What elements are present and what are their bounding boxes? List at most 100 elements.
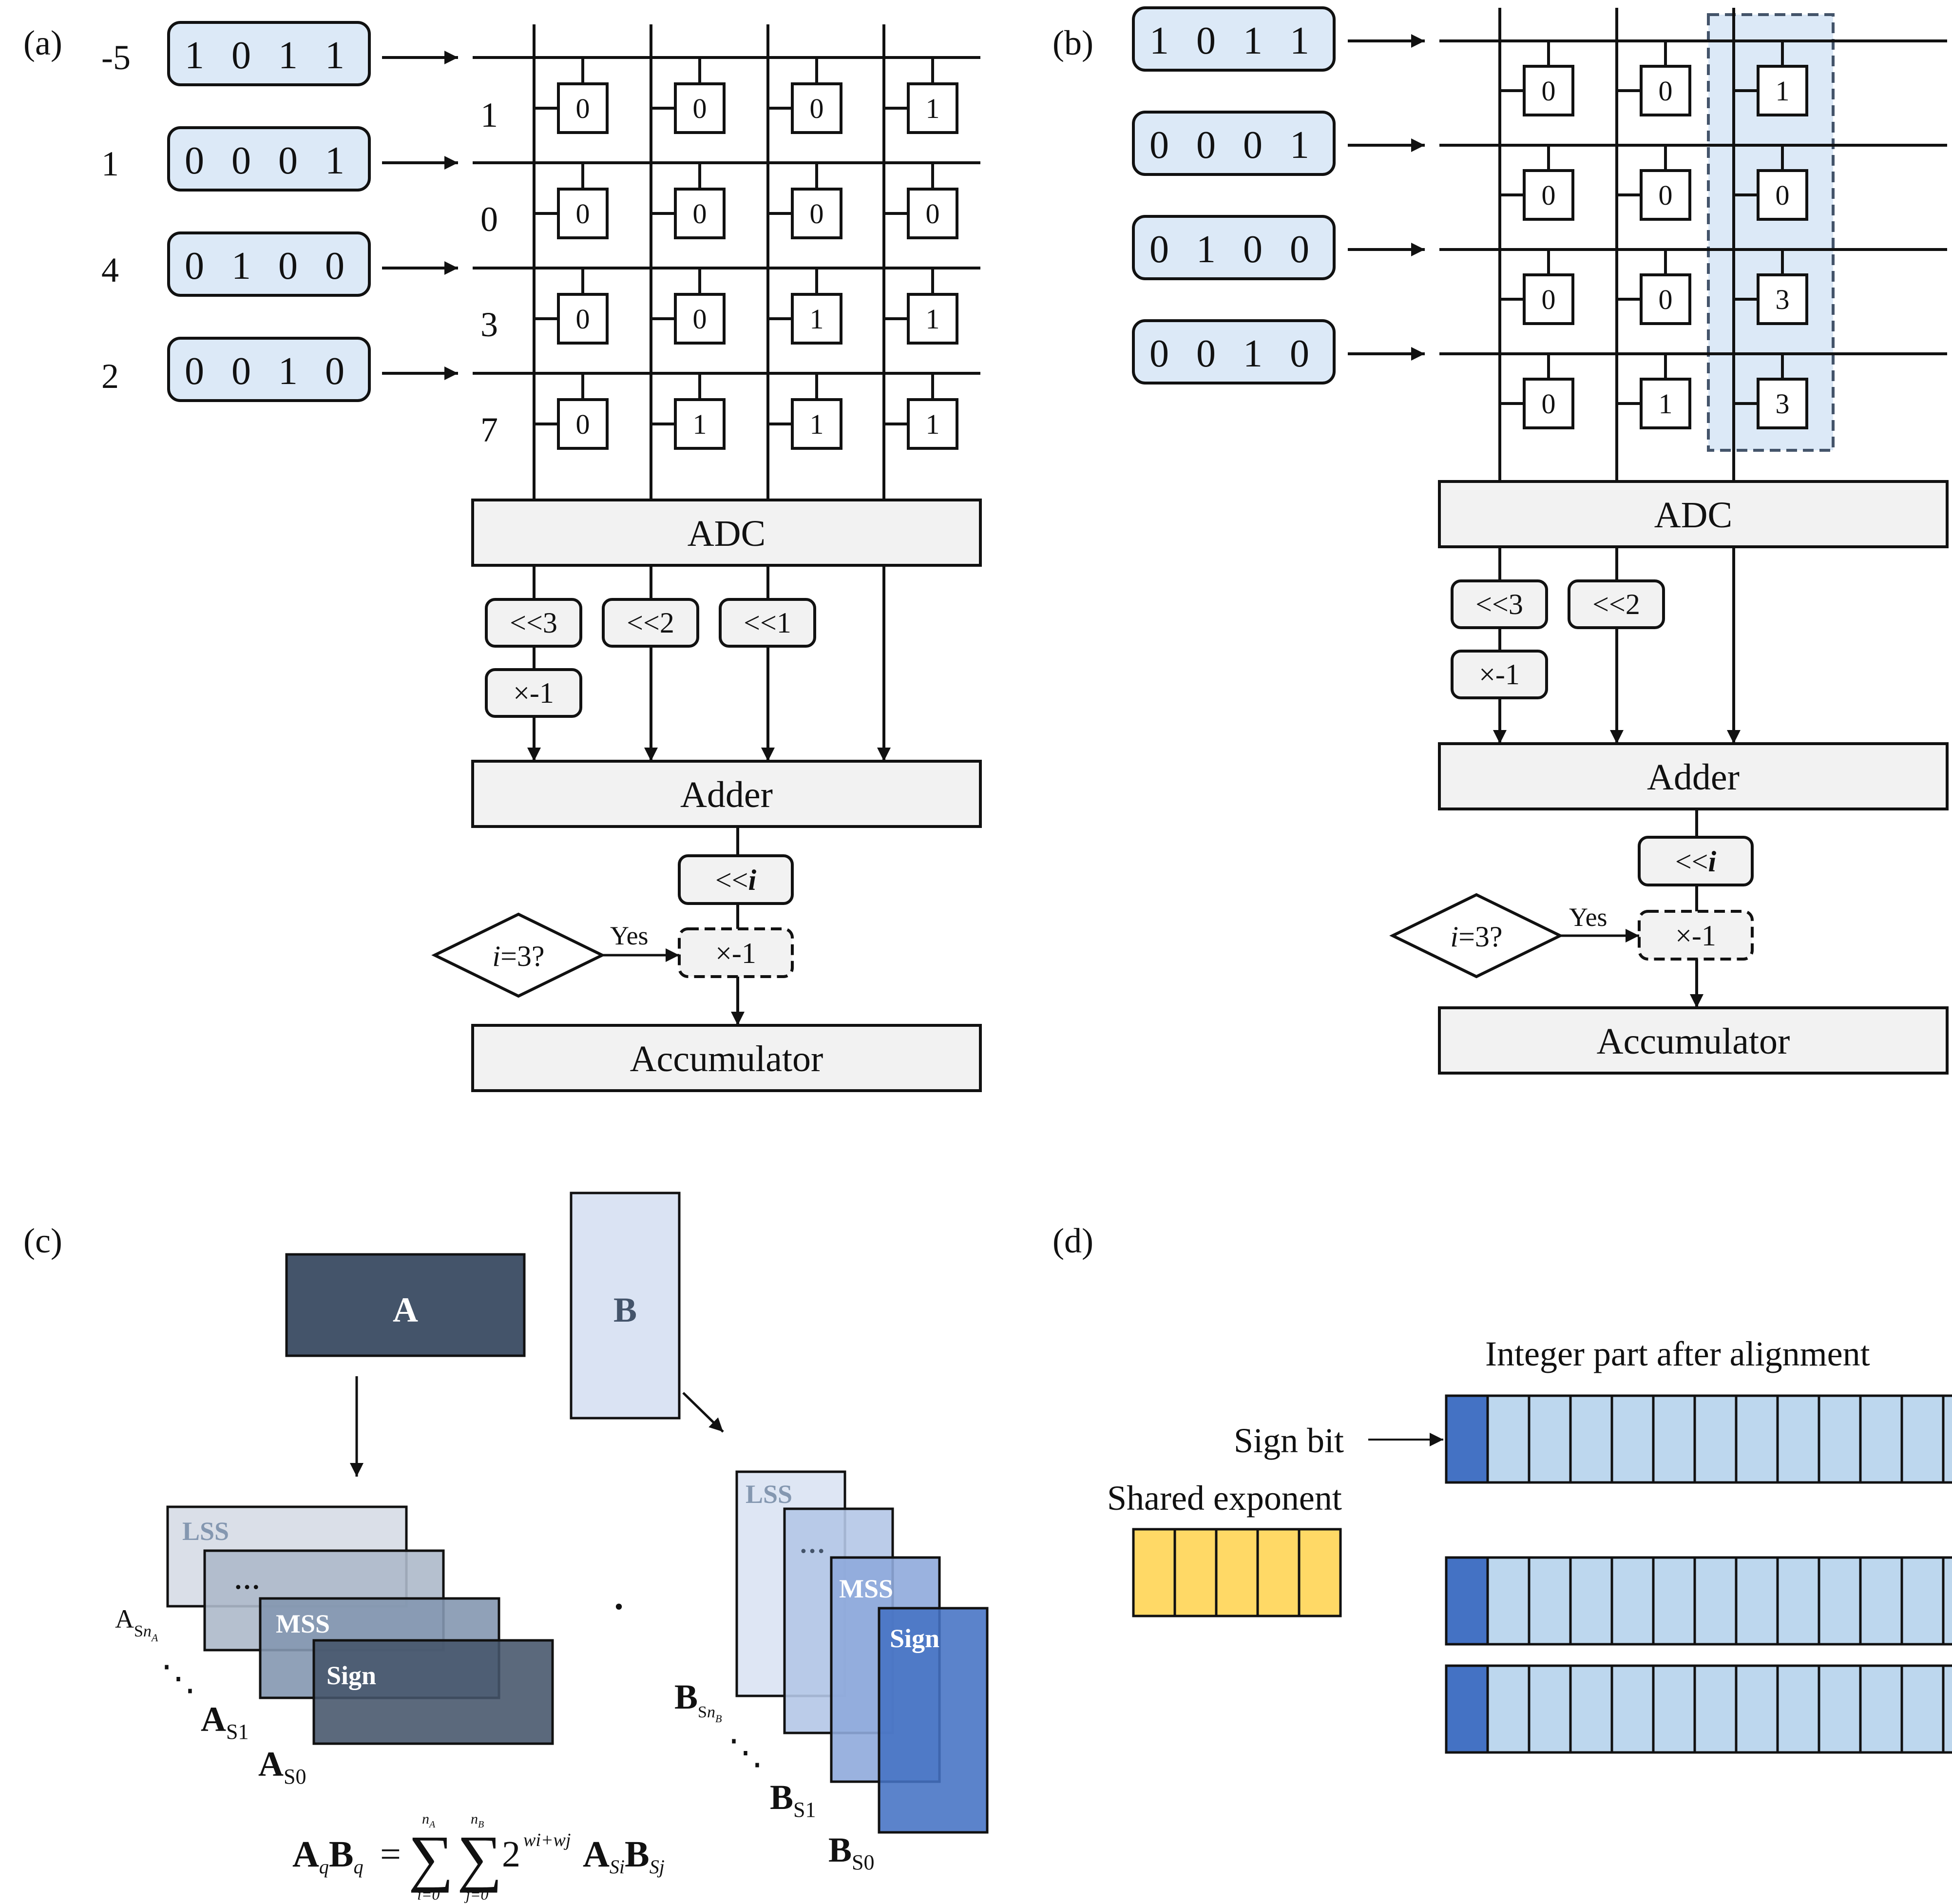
integer-bit-cell [1818,1394,1862,1484]
integer-bit-cell [1569,1556,1613,1646]
exponent-cell [1256,1528,1301,1617]
crossbar-cells: 0 0 1 0 0 0 0 0 3 0 1 3 [1500,41,1808,429]
integer-bit-cell [1942,1394,1952,1484]
cell-value: 0 [1542,179,1556,211]
cell: 0 [884,163,958,239]
integer-bit-cell [1486,1664,1531,1754]
cell: 0 [1617,250,1691,325]
cell-value: 1 [1776,75,1790,107]
cell-value: 0 [1542,284,1556,315]
shared-exponent-label: Shared exponent [1107,1479,1342,1518]
adc-output-wires [527,565,891,761]
cell: 0 [1500,41,1574,116]
row-weight: 1 [480,96,498,135]
svg-text:nB: nB [471,1811,484,1830]
integer-bit-cell [1900,1556,1945,1646]
svg-text:BS0: BS0 [828,1830,875,1874]
cell: 1 [884,373,958,450]
integer-bit-cell [1652,1394,1696,1484]
cell-value: 3 [1776,284,1790,315]
bits-text: 0 1 0 0 [1149,228,1318,271]
input-values: -5 1 4 2 [101,38,131,396]
integer-bit-cell [1693,1664,1738,1754]
integer-bit-cell [1528,1664,1572,1754]
cell: 1 [884,268,958,345]
panel-d-label: (d) [1053,1221,1093,1260]
cell: 0 [1734,145,1808,221]
matrix-a-label: A [393,1290,418,1329]
integer-bit-cell [1486,1394,1531,1484]
integer-bit-cell [1776,1556,1820,1646]
condition-label: i=3? [492,940,544,972]
integer-bit-cell [1528,1394,1572,1484]
negate-label: ×-1 [513,677,554,709]
b-slice-label: MSS [839,1574,893,1603]
svg-text:j=0: j=0 [464,1885,488,1903]
shift-boxes: <<3 <<2 ×-1 [1451,579,1665,699]
bits-text: 0 0 1 0 [1149,332,1318,375]
row-weight: 3 [480,305,498,344]
cell-value: 0 [926,198,940,230]
panel-a-label: (a) [23,23,62,62]
integer-bit-cell [1942,1664,1952,1754]
cell: 0 [534,58,609,134]
cell-value: 1 [810,303,824,335]
shift-i-label: <<i [1675,846,1717,878]
cell: 0 [651,268,726,345]
cell: 3 [1734,354,1808,429]
sign-bit-cell [1445,1664,1489,1754]
svg-text:i=0: i=0 [417,1885,440,1903]
bits-text: 1 0 1 1 [1149,19,1318,62]
row-weight: 0 [480,200,498,239]
b-slice-label: … [799,1529,825,1558]
input-value: 1 [101,144,119,183]
shared-exponent-cells [1132,1528,1342,1617]
panel-b-label: (b) [1053,23,1093,62]
integer-bit-cell [1693,1394,1738,1484]
exponent-cell [1298,1528,1342,1617]
svg-text:nA: nA [422,1811,436,1830]
shift-label: <<1 [744,607,791,639]
cell-value: 0 [1542,75,1556,107]
cell: 1 [651,373,726,450]
svg-text:=: = [380,1834,401,1875]
adder-block [1438,742,1949,810]
svg-text:ASiBSj: ASiBSj [583,1834,665,1878]
integer-bit-cell [1818,1556,1862,1646]
b-slices: LSS … MSS Sign [735,1470,989,1834]
a-slices: LSS … MSS Sign [166,1505,554,1745]
cell-value: 1 [693,408,707,440]
matrix-b [570,1192,681,1420]
b-slice-label: Sign [890,1624,939,1653]
shift-boxes: <<3 <<2 <<1 ×-1 [485,598,816,718]
integer-bit-cell [1776,1394,1820,1484]
matrix-a [285,1253,526,1357]
cell-value: 0 [810,93,824,124]
panel-a: (a) -5 1 4 2 1 0 1 1 0 0 0 1 0 1 0 0 0 0… [23,21,982,1092]
integer-rows [1445,1394,1952,1754]
panel-c-label: (c) [23,1221,62,1260]
adder-block [471,760,982,828]
a-slice-label: … [234,1565,260,1595]
negate-box [485,668,582,718]
cell-value: 0 [576,93,590,124]
negate-label: ×-1 [1479,658,1520,691]
b-slice-index-labels: BSnB ⋱ BS1 BS0 [674,1677,875,1874]
cell-value: 1 [1659,388,1673,420]
shift-label: <<2 [1592,588,1640,620]
negate-dashed-label: ×-1 [1675,920,1716,952]
input-bit-boxes: 1 0 1 1 0 0 0 1 0 1 0 0 0 0 1 0 [1132,6,1336,385]
svg-text:wi+wj: wi+wj [523,1830,571,1850]
exponent-cell [1132,1528,1176,1617]
integer-bit-cell [1900,1664,1945,1754]
cell-value: 0 [693,93,707,124]
adc-block [1438,480,1949,548]
integer-bit-cell [1569,1664,1613,1754]
accumulator-label: Accumulator [1597,1021,1790,1062]
svg-text:∑: ∑ [457,1823,502,1893]
integer-bit-cell [1610,1664,1655,1754]
slice-product-formula: AqBq = ∑ nA i=0 ∑ nB j=0 2 wi+wj ASiBSj [292,1811,665,1903]
integer-bit-cell [1735,1664,1779,1754]
cell: 1 [768,268,842,345]
